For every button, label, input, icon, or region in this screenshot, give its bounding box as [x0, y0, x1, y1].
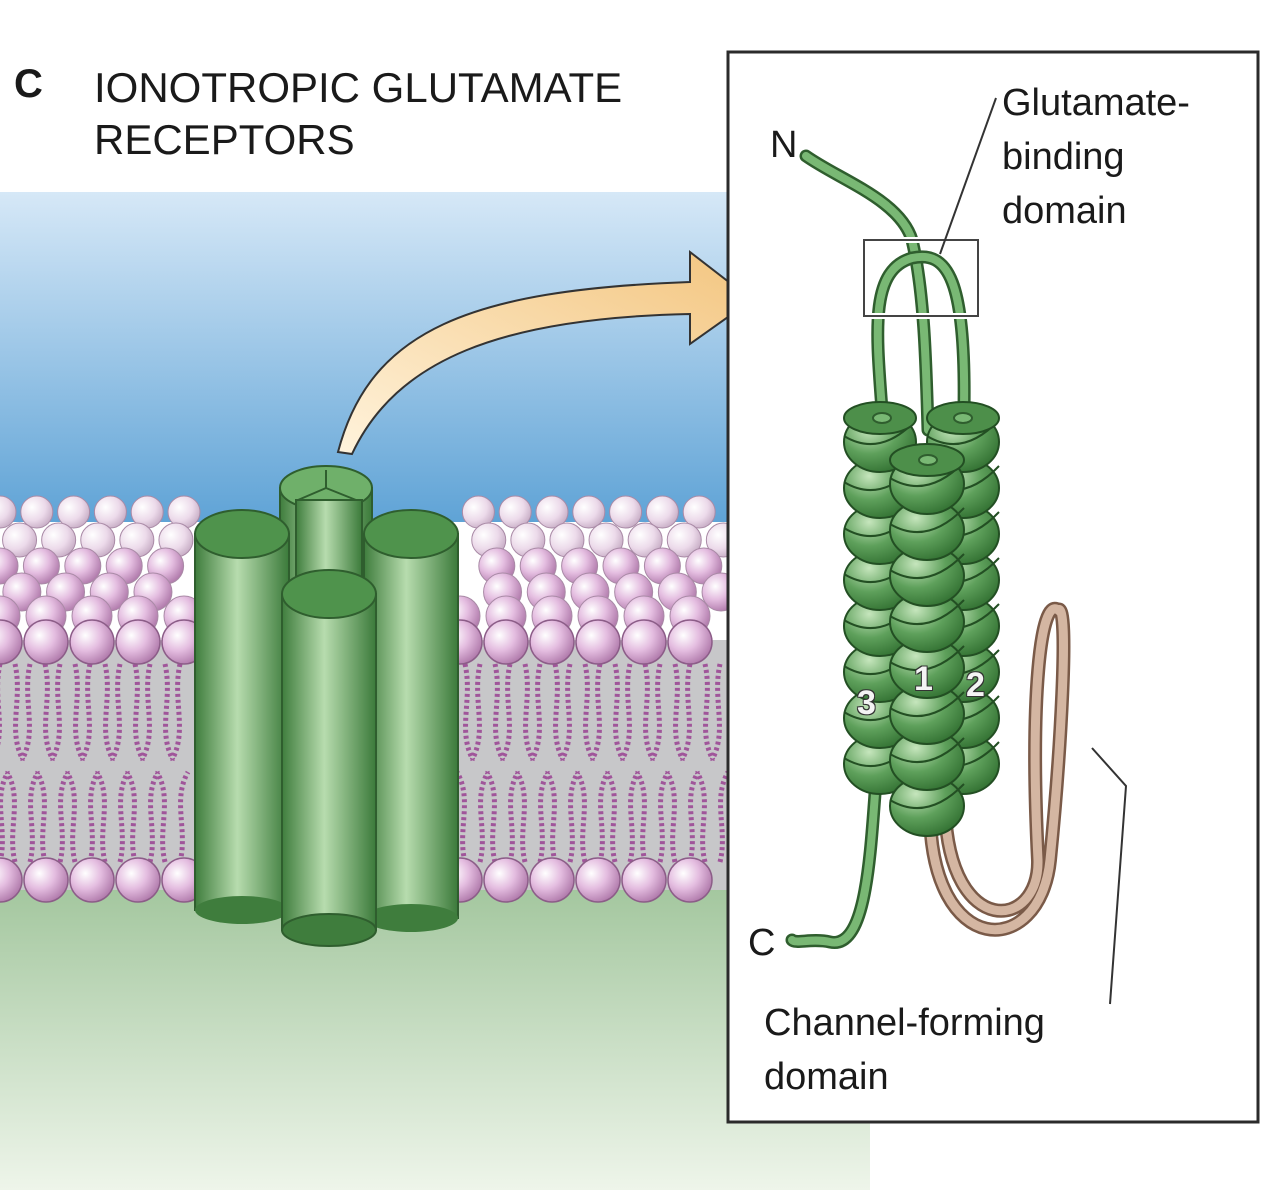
receptor-channel: [194, 465, 459, 947]
channel-label-line-2: domain: [764, 1056, 889, 1098]
title-line-2: RECEPTORS: [94, 116, 355, 163]
binding-label-line-2: binding: [1002, 136, 1125, 178]
binding-label-line-3: domain: [1002, 190, 1127, 232]
c-terminus-label: C: [748, 922, 776, 964]
panel-letter: C: [14, 62, 43, 106]
channel-domain-label: Channel-forming domain: [764, 996, 1045, 1104]
segment-label-3: 3: [857, 684, 876, 722]
channel-label-line-1: Channel-forming: [764, 1002, 1045, 1044]
channel-leader-line: [1091, 747, 1128, 1005]
panel-title: IONOTROPIC GLUTAMATE RECEPTORS: [94, 62, 734, 166]
binding-domain-label: Glutamate- binding domain: [1002, 76, 1190, 238]
n-terminus-label: N: [770, 124, 798, 166]
segment-label-1: 1: [914, 660, 933, 698]
title-line-1: IONOTROPIC GLUTAMATE: [94, 64, 623, 111]
binding-leader-line: [939, 97, 997, 255]
binding-label-line-1: Glutamate-: [1002, 82, 1190, 124]
lipid-tails: [0, 663, 731, 863]
segment-label-2: 2: [966, 666, 985, 704]
transmembrane-helices: [843, 401, 1000, 837]
